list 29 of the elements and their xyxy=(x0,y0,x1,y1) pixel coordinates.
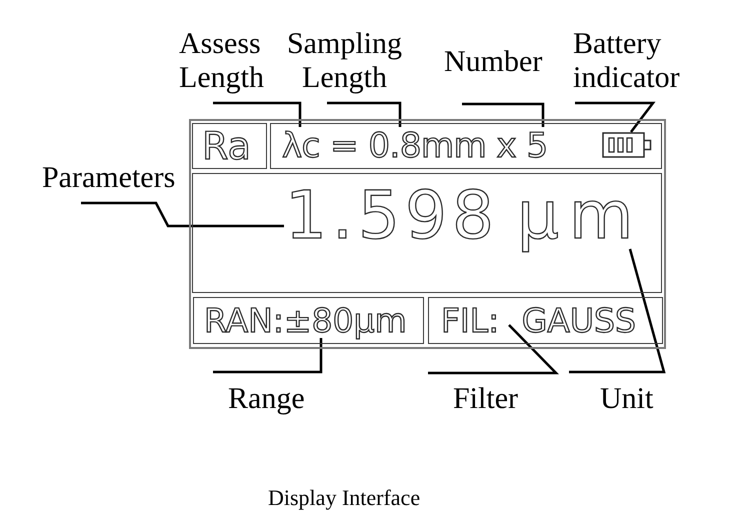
callout-label: Assess Length xyxy=(179,27,264,95)
display-cell xyxy=(193,297,424,344)
display-cell xyxy=(428,297,663,344)
display-cell xyxy=(270,123,662,169)
leader-line xyxy=(428,324,559,374)
leader-line xyxy=(213,338,322,374)
display-frame xyxy=(189,119,666,349)
callout-label: Battery indicator xyxy=(573,27,680,95)
battery-icon xyxy=(602,132,652,158)
parameter-symbol: Ra xyxy=(202,127,251,165)
display-cell xyxy=(192,123,267,169)
leader-line xyxy=(462,102,544,127)
leader-line xyxy=(569,248,666,374)
callout-label: Range xyxy=(228,382,305,416)
callout-label: Parameters xyxy=(42,161,176,195)
display-text: λc = 0.8mm x 5 xyxy=(282,129,548,163)
leader-line xyxy=(213,102,302,127)
display-text: RAN:±80μm xyxy=(204,304,407,337)
callout-label: Filter xyxy=(453,382,518,416)
measured-value: 1.598 xyxy=(285,183,499,249)
callout-label: Number xyxy=(444,45,542,79)
value-panel xyxy=(192,173,662,293)
display-text: FIL: GAUSS xyxy=(441,304,636,337)
callout-label: Unit xyxy=(600,382,654,416)
caption: Display Interface xyxy=(268,485,420,511)
leader-line xyxy=(327,102,402,127)
callout-label: Sampling Length xyxy=(287,27,402,95)
leader-line xyxy=(81,202,284,228)
leader-line xyxy=(575,102,656,133)
